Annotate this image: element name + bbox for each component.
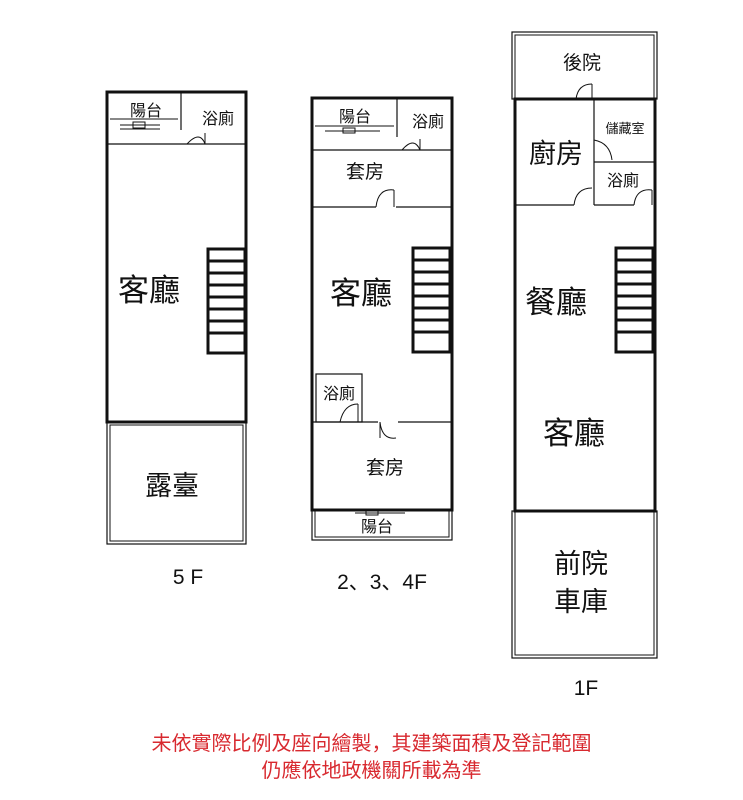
1f-living-room-label: 客廳 <box>543 416 605 452</box>
1f-backyard-label: 後院 <box>563 52 601 74</box>
1f-dining-room-label: 餐廳 <box>525 285 587 321</box>
1f-bathroom-label: 浴廁 <box>607 171 639 190</box>
1f-kitchen-label: 廚房 <box>529 139 583 170</box>
2-4f-suite-bottom-label: 套房 <box>366 457 404 479</box>
disclaimer-line-2: 仍應依地政機關所載為準 <box>261 758 482 782</box>
2-4f-bathroom-mid-label: 浴廁 <box>323 384 355 403</box>
floor-1-title: 1F <box>574 677 599 700</box>
5f-bathroom-label: 浴廁 <box>202 109 234 128</box>
2-4f-living-room-label: 客廳 <box>330 276 392 312</box>
2-4f-balcony-bottom-label: 陽台 <box>361 517 393 536</box>
1f-storage-label: 儲藏室 <box>605 121 644 137</box>
floor-2-4-plan <box>310 96 454 541</box>
floor-2-4-title: 2、3、4F <box>337 571 427 594</box>
1f-garage-label: 車庫 <box>554 587 608 618</box>
2-4f-bathroom-top-label: 浴廁 <box>412 112 444 131</box>
disclaimer-line-1: 未依實際比例及座向繪製，其建築面積及登記範圍 <box>151 731 592 755</box>
floor-5-title: 5 F <box>173 566 203 589</box>
1f-front-yard-label: 前院 <box>554 549 608 580</box>
2-4f-suite-top-label: 套房 <box>346 161 384 183</box>
2-4f-balcony-top-label: 陽台 <box>339 107 371 126</box>
floor-1-plan <box>511 31 658 659</box>
floor-5-plan <box>105 90 248 545</box>
5f-terrace-label: 露臺 <box>145 471 199 502</box>
5f-living-room-label: 客廳 <box>118 273 180 309</box>
5f-balcony-label: 陽台 <box>130 101 162 120</box>
